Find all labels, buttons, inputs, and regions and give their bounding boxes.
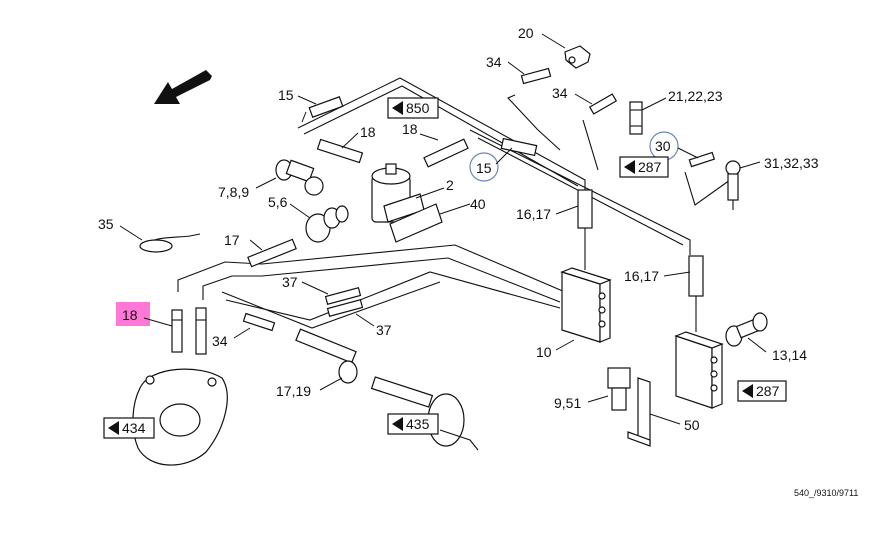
callout-35: 35 xyxy=(98,216,114,232)
ref-850-label: 850 xyxy=(406,100,430,116)
part-5-fitting xyxy=(305,205,349,243)
part-37-hoses xyxy=(324,287,364,317)
callout-50: 50 xyxy=(684,417,700,433)
callout-21-22-23: 21,22,23 xyxy=(668,88,723,104)
callout-30: 30 xyxy=(655,138,671,154)
ref-434[interactable]: 434 xyxy=(103,417,155,439)
callout-10: 10 xyxy=(536,344,552,360)
callout-16-17b: 16,17 xyxy=(624,268,659,284)
callout-20: 20 xyxy=(518,25,534,41)
ref-435[interactable]: 435 xyxy=(387,413,439,435)
ref-287-top[interactable]: 287 xyxy=(619,156,669,178)
callout-31-32-33: 31,32,33 xyxy=(764,155,819,171)
part-9-bolt xyxy=(607,367,631,411)
callout-15b: 15 xyxy=(476,160,492,176)
hydraulic-pipes xyxy=(177,77,731,329)
mark-ring-15 xyxy=(469,152,499,182)
callout-15a: 15 xyxy=(278,87,294,103)
callout-40: 40 xyxy=(470,196,486,212)
part-15-hose-mid xyxy=(500,137,538,157)
triangle-left-icon xyxy=(108,421,119,435)
triangle-left-icon xyxy=(392,417,403,431)
callout-34c: 34 xyxy=(212,333,228,349)
part-20-elbow xyxy=(564,45,591,69)
callout-18c: 18 xyxy=(122,307,138,323)
callout-37b: 37 xyxy=(376,322,392,338)
ref-287-bottom[interactable]: 287 xyxy=(737,380,787,402)
part-34-hose-lower xyxy=(588,93,618,115)
callout-13-14: 13,14 xyxy=(772,347,807,363)
part-18-hose-end-right xyxy=(423,138,469,168)
part-18-hose-end-left xyxy=(316,138,364,164)
part-motor xyxy=(132,368,228,466)
part-34-hose-upper xyxy=(520,67,552,85)
part-16-connector-a xyxy=(577,189,593,270)
callout-18a: 18 xyxy=(360,124,376,140)
ref-435-label: 435 xyxy=(406,416,430,432)
part-31-fitting xyxy=(725,160,741,210)
callout-34a: 34 xyxy=(486,54,502,70)
part-21-fitting xyxy=(629,101,643,135)
callout-18b: 18 xyxy=(402,121,418,137)
part-35-cable-tie xyxy=(139,233,201,253)
callout-9-51: 9,51 xyxy=(554,395,581,411)
direction-arrow-icon xyxy=(154,70,212,104)
part-13-bolt xyxy=(725,312,768,347)
callout-17-19: 17,19 xyxy=(276,383,311,399)
callout-7-8-9: 7,8,9 xyxy=(218,184,249,200)
ref-434-label: 434 xyxy=(122,420,146,436)
document-code: 540_/9310/9711 xyxy=(794,488,858,498)
triangle-left-icon xyxy=(392,101,403,115)
part-16-connector-b xyxy=(688,255,704,332)
leader-lines xyxy=(119,33,767,425)
callout-highlight xyxy=(116,302,150,326)
part-40-gasket xyxy=(389,203,443,243)
callout-37a: 37 xyxy=(282,274,298,290)
ref-287-top-label: 287 xyxy=(638,159,662,175)
part-17-19-fitting xyxy=(295,328,358,384)
part-right-valve-block xyxy=(674,331,724,409)
part-50-bracket xyxy=(627,377,651,447)
part-18-fittings-highlighted xyxy=(171,307,207,355)
triangle-left-icon xyxy=(624,160,635,174)
part-7-bolt xyxy=(275,159,324,196)
callout-5-6: 5,6 xyxy=(268,194,288,210)
callout-17: 17 xyxy=(224,232,240,248)
callout-2: 2 xyxy=(446,177,454,193)
ref-850[interactable]: 850 xyxy=(387,97,439,119)
callout-34b: 34 xyxy=(552,85,568,101)
ref-287-bottom-label: 287 xyxy=(756,383,780,399)
part-30-tube xyxy=(688,151,716,168)
part-34-hose-lower-left xyxy=(242,312,276,332)
part-17-fitting xyxy=(247,238,297,268)
triangle-left-icon xyxy=(742,384,753,398)
part-15-hose xyxy=(301,96,344,123)
callout-16-17a: 16,17 xyxy=(516,206,551,222)
part-10-valve-block xyxy=(560,267,612,343)
